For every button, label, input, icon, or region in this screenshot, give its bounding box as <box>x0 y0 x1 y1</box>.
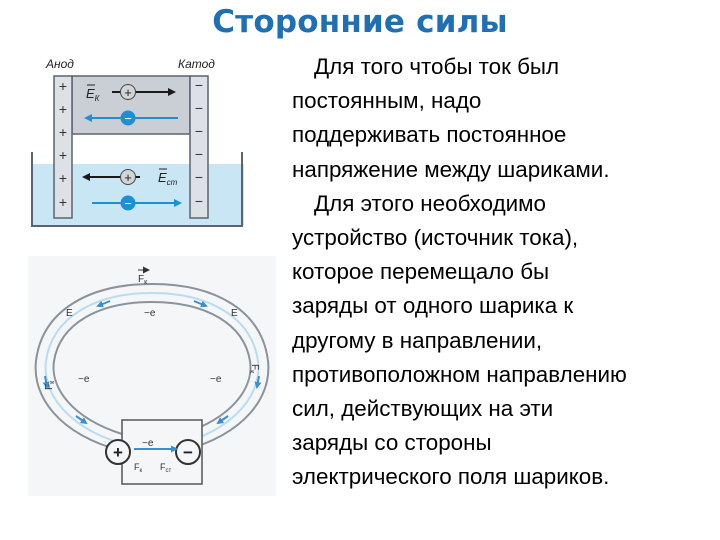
negative-ball-sign: − <box>183 443 193 462</box>
electron-top-sign: − <box>124 111 132 126</box>
ring-arrow <box>42 375 50 389</box>
text-line: противоположном направлению <box>292 361 627 387</box>
ring-outer <box>34 282 270 452</box>
e-label-left: E <box>66 308 73 319</box>
minus-sign: − <box>195 169 203 185</box>
ek-label: EК <box>86 86 101 103</box>
positive-ball-sign: + <box>113 443 123 462</box>
plus-sign: + <box>59 170 67 186</box>
text-line: заряды со стороны <box>292 430 492 456</box>
positive-ball <box>105 439 131 465</box>
paragraph-2: Для этого необходимо устройство (источни… <box>292 187 718 495</box>
positive-ion-sign: + <box>124 170 132 185</box>
est-label: Eст <box>158 170 178 187</box>
anode-cathode-figure: Анод Катод + + + + + + − − − − − − EК + … <box>31 57 244 227</box>
plus-sign: + <box>59 101 67 117</box>
text-line: заряды от одного шарика к <box>292 293 574 319</box>
minus-e-left: −e <box>78 374 90 385</box>
ring-arrow <box>193 300 208 308</box>
electron-bottom <box>120 195 136 211</box>
minus-sign: − <box>195 193 203 209</box>
text-line: поддерживать постоянное <box>292 122 567 148</box>
text-line: электрического поля шариков. <box>292 464 610 490</box>
minus-e-source: −e <box>142 438 154 449</box>
fk-source-label: Fк <box>134 462 143 474</box>
fst-source-label: Fст <box>160 462 172 474</box>
ring-arrow <box>254 375 262 389</box>
cathode-label: Катод <box>178 57 215 71</box>
positive-charge-sign: + <box>124 85 132 100</box>
minus-sign: − <box>195 146 203 162</box>
fk-top-label: Fк <box>138 274 148 286</box>
ring-arrow <box>96 300 111 308</box>
minus-sign: − <box>195 123 203 139</box>
text-line: сил, действующих на эти <box>292 396 554 422</box>
positive-charge <box>120 84 136 100</box>
text-line: напряжение между шариками. <box>292 156 610 182</box>
ring-circuit-figure: Fк E E −e −e −e Fк Fк + − −e Fк Fст <box>28 256 276 496</box>
positive-ion <box>120 169 136 185</box>
minus-e-top: −e <box>144 308 156 319</box>
plus-sign: + <box>59 78 67 94</box>
electron-bottom-sign: − <box>124 196 132 211</box>
ring-inner <box>52 300 252 435</box>
cathode-electrode <box>189 75 209 219</box>
cathode-minus-signs: − − − − − − <box>195 77 203 209</box>
fk-left-label: Fк <box>44 380 56 390</box>
minus-sign: − <box>195 77 203 93</box>
ring-arrow <box>216 415 229 425</box>
plus-sign: + <box>59 194 67 210</box>
text-line: которое перемещало бы <box>292 259 550 285</box>
fk-right-label: Fк <box>248 364 260 374</box>
text-line: другому в направлении, <box>292 327 543 353</box>
anode-electrode <box>53 75 73 219</box>
body-text: Для того чтобы ток был постоянным, надо … <box>292 50 718 495</box>
anode-label: Анод <box>45 57 74 71</box>
text-line: Для этого необходимо <box>314 190 546 216</box>
paragraph-1: Для того чтобы ток был постоянным, надо … <box>292 50 718 187</box>
text-line: Для того чтобы ток был <box>314 54 560 79</box>
plus-sign: + <box>59 124 67 140</box>
e-label-right: E <box>231 308 238 319</box>
text-line: устройство (источник тока), <box>292 225 579 251</box>
minus-e-right: −e <box>210 374 222 385</box>
ring-arrow <box>75 415 88 425</box>
anode-plus-signs: + + + + + + <box>59 78 67 210</box>
plus-sign: + <box>59 147 67 163</box>
slide-title: Сторонние силы <box>212 4 508 40</box>
electron-top <box>120 110 136 126</box>
minus-sign: − <box>195 100 203 116</box>
vessel <box>31 152 243 227</box>
text-line: постоянным, надо <box>292 88 482 114</box>
